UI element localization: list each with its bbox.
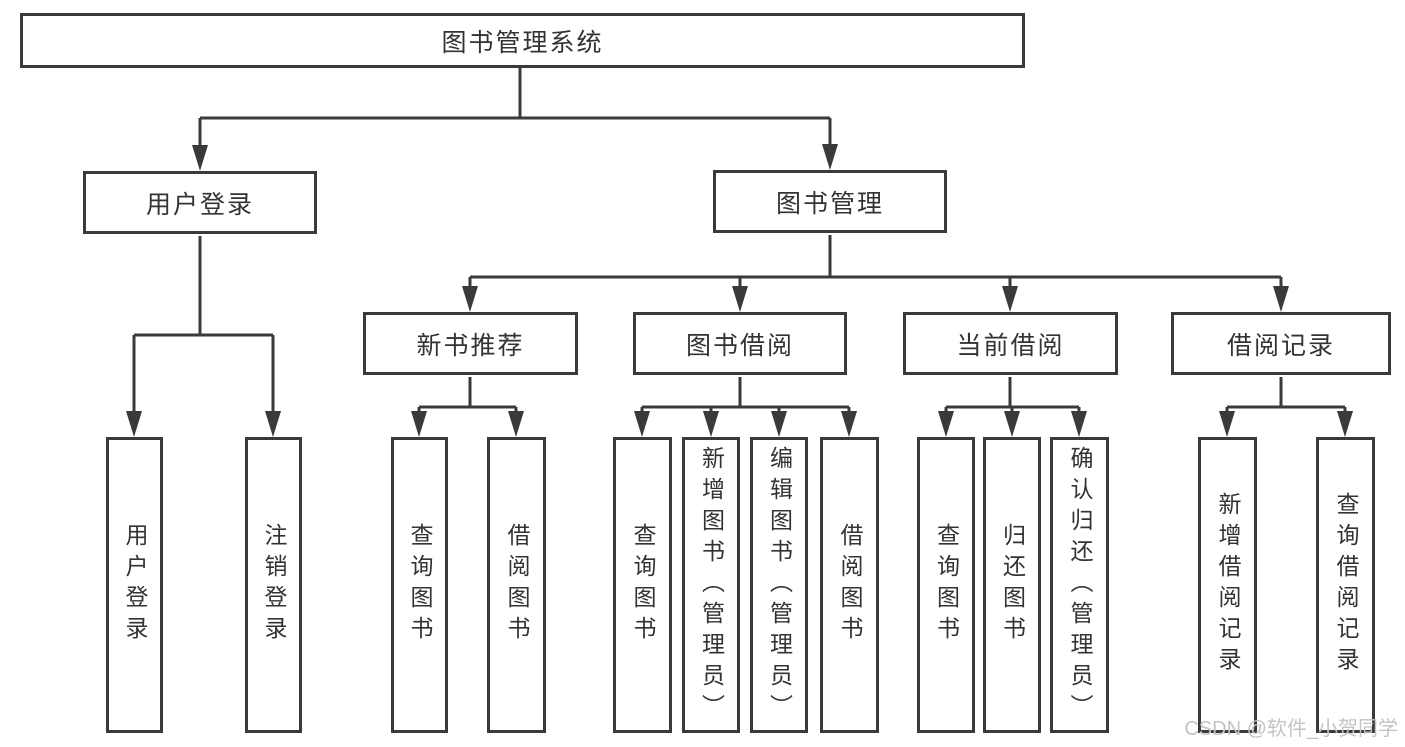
leaf-records-query: 查询借阅记录: [1316, 437, 1375, 733]
connector-current-borrowing: [946, 377, 1079, 409]
node-root-system: 图书管理系统: [20, 13, 1025, 68]
leaf-records-add-label: 新增借阅记录: [1215, 492, 1241, 678]
leaf-logout: 注销登录: [245, 437, 302, 733]
leaf-borrow-query-label: 查询图书: [630, 523, 656, 647]
watermark: CSDN @软件_小贺同学: [1184, 718, 1398, 740]
leaf-borrow-query: 查询图书: [613, 437, 672, 733]
connector-new-books: [419, 377, 516, 409]
arrow-heads: [126, 144, 1353, 437]
leaf-user-login-label: 用户登录: [122, 523, 148, 647]
leaf-current-confirm-return-admin: 确认归还（管理员）: [1050, 437, 1109, 733]
leaf-borrow-borrow: 借阅图书: [820, 437, 879, 733]
leaf-logout-label: 注销登录: [261, 523, 287, 647]
node-book-management: 图书管理: [713, 170, 947, 233]
connector-book-borrowing: [642, 377, 849, 409]
node-current-borrowing: 当前借阅: [903, 312, 1118, 375]
connector-root: [200, 68, 830, 120]
leaf-new-books-borrow: 借阅图书: [487, 437, 546, 733]
connector-book-management: [470, 235, 1281, 279]
leaf-records-query-label: 查询借阅记录: [1333, 492, 1359, 678]
leaf-current-query-label: 查询图书: [933, 523, 960, 647]
leaf-records-add: 新增借阅记录: [1198, 437, 1257, 733]
leaf-new-books-borrow-label: 借阅图书: [504, 523, 530, 647]
leaf-new-books-query-label: 查询图书: [407, 523, 433, 647]
leaf-current-query: 查询图书: [917, 437, 975, 733]
node-borrow-records: 借阅记录: [1171, 312, 1391, 375]
leaf-borrow-edit-admin-label: 编辑图书（管理员）: [766, 445, 793, 725]
node-user-login: 用户登录: [83, 171, 317, 234]
node-new-book-recommend: 新书推荐: [363, 312, 578, 375]
leaf-current-confirm-return-admin-label: 确认归还（管理员）: [1067, 445, 1093, 725]
leaf-borrow-edit-admin: 编辑图书（管理员）: [750, 437, 808, 733]
leaf-borrow-borrow-label: 借阅图书: [837, 523, 863, 647]
node-book-borrowing: 图书借阅: [633, 312, 847, 375]
leaf-borrow-add-admin: 新增图书（管理员）: [682, 437, 740, 733]
leaf-new-books-query: 查询图书: [391, 437, 448, 733]
connector-borrow-records: [1227, 377, 1345, 409]
leaf-current-return: 归还图书: [983, 437, 1041, 733]
leaf-user-login: 用户登录: [106, 437, 163, 733]
leaf-current-return-label: 归还图书: [999, 523, 1026, 647]
leaf-borrow-add-admin-label: 新增图书（管理员）: [698, 445, 725, 725]
connector-user-login: [134, 236, 273, 337]
